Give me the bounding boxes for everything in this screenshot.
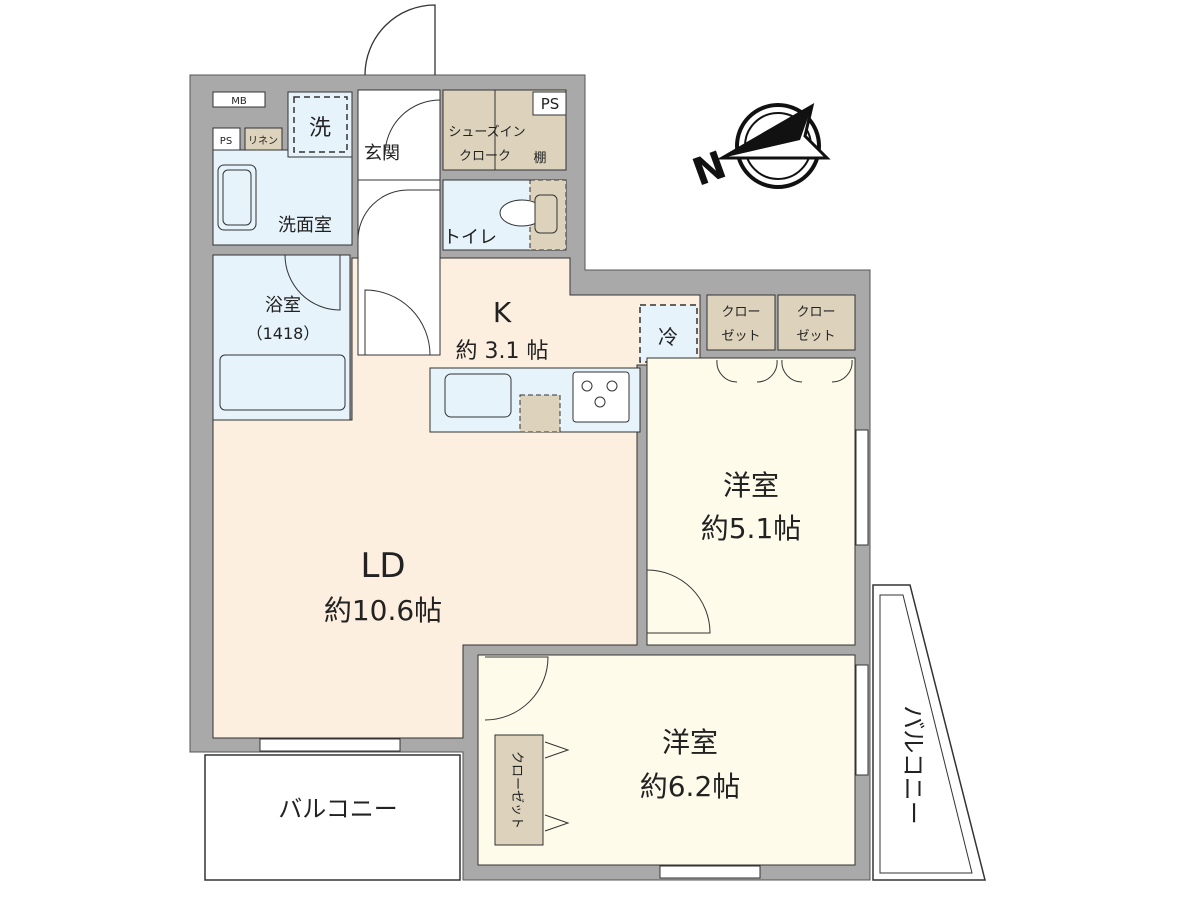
label-kitchen: K: [493, 296, 512, 329]
closet-b: [777, 294, 856, 351]
balcony-south: [204, 754, 461, 881]
kitchen-sink-icon: [444, 373, 512, 418]
label-bathroom-size: （1418）: [247, 324, 320, 343]
entrance-floor: [357, 89, 441, 356]
label-closet-a-1: クロー: [721, 305, 760, 320]
label-washer: 洗: [309, 116, 331, 141]
closet-c: [494, 734, 544, 846]
closet-a: [706, 294, 776, 351]
label-bathroom: 浴室: [265, 295, 301, 316]
label-shoe-closet-1: シューズイン: [448, 124, 525, 140]
label-closet-b-2: ゼット: [796, 329, 835, 344]
label-linen: リネン: [248, 135, 278, 147]
balcony-east: [872, 584, 986, 881]
mb-box: [212, 91, 266, 108]
label-entrance: 玄関: [364, 143, 400, 164]
label-closet-b-1: クロー: [796, 305, 835, 320]
compass-north-label: N: [687, 143, 732, 195]
label-western-2: 洋室: [662, 726, 718, 759]
label-western-1: 洋室: [723, 469, 779, 502]
sink-icon: [217, 164, 257, 231]
washer-space: [293, 96, 348, 153]
compass-icon: N: [687, 102, 831, 195]
bathtub-icon: [219, 354, 346, 411]
label-western-1-area: 約5.1帖: [701, 512, 802, 545]
label-balcony-east: バルコニー: [899, 705, 927, 825]
label-ld: LD: [360, 546, 405, 586]
label-closet-a-2: ゼット: [721, 329, 760, 344]
label-fridge: 冷: [658, 325, 678, 349]
label-shoe-closet-2: クローク: [459, 149, 511, 164]
label-ld-area: 約10.6帖: [324, 594, 442, 627]
label-washroom: 洗面室: [278, 215, 332, 236]
label-ps-1: PS: [220, 136, 232, 147]
western-room-1: [646, 357, 856, 646]
label-mb: MB: [231, 96, 247, 107]
label-kitchen-area: 約 3.1 帖: [456, 339, 549, 364]
label-western-2-area: 約6.2帖: [640, 770, 741, 803]
front-door[interactable]: [364, 4, 436, 76]
label-closet-c: クローゼット: [509, 751, 524, 829]
label-shelf: 棚: [533, 151, 546, 166]
label-toilet: トイレ: [443, 227, 497, 248]
label-balcony-south: バルコニー: [278, 795, 398, 823]
label-ps-2: PS: [541, 95, 560, 113]
